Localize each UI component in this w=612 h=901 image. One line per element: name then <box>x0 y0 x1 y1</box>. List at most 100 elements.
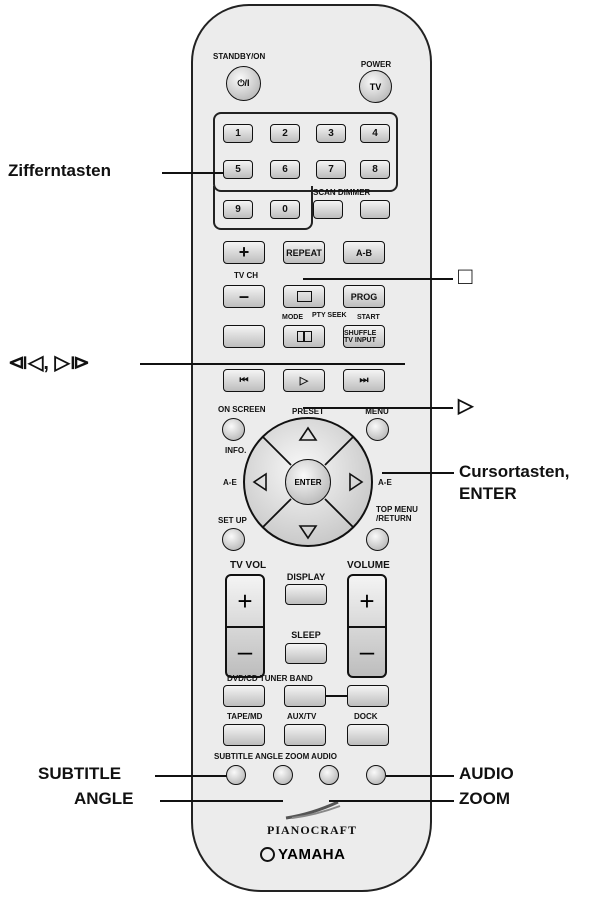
tv-vol-label: TV VOL <box>230 560 267 571</box>
menu-label: MENU <box>365 407 389 416</box>
number-6-button[interactable]: 6 <box>270 160 300 179</box>
stop-button[interactable] <box>283 285 325 308</box>
volume-divider <box>349 626 385 628</box>
pianocraft-logo: PIANOCRAFT <box>267 823 357 837</box>
numeric-group-outline-lower <box>213 186 313 230</box>
start-label: START <box>357 314 380 321</box>
number-5-button[interactable]: 5 <box>223 160 253 179</box>
sleep-button[interactable] <box>285 643 327 664</box>
number-8-button[interactable]: 8 <box>360 160 390 179</box>
preset-label: PRESET <box>291 407 325 416</box>
tuner-band-connector <box>325 695 347 697</box>
display-label: DISPLAY <box>286 572 326 582</box>
band-button[interactable] <box>347 685 389 707</box>
standby-icon: ⏻/I <box>237 78 250 88</box>
dock-button[interactable] <box>347 724 389 746</box>
info-label: INFO. <box>225 446 247 455</box>
skip-back-button[interactable]: ⏮ <box>223 369 265 392</box>
audio-button[interactable] <box>366 765 386 785</box>
angle-button[interactable] <box>273 765 293 785</box>
aux-tv-button[interactable] <box>284 724 326 746</box>
prog-button[interactable]: PROG <box>343 285 385 308</box>
display-button[interactable] <box>285 584 327 605</box>
callout-zifferntasten: Zifferntasten <box>8 161 111 180</box>
yamaha-text: YAMAHA <box>278 846 346 863</box>
skip-line <box>140 363 405 365</box>
ae-right-label: A-E <box>378 478 392 487</box>
stop-line <box>303 278 453 280</box>
volume-plus[interactable]: + <box>359 585 375 616</box>
menu-button[interactable] <box>366 418 389 441</box>
tv-vol-minus[interactable]: – <box>237 635 253 666</box>
number-1-button[interactable]: 1 <box>223 124 253 143</box>
sleep-label: SLEEP <box>291 630 321 640</box>
right-arrow-icon <box>349 472 364 492</box>
on-screen-label: ON SCREEN <box>218 405 266 414</box>
callout-subtitle: SUBTITLE <box>38 764 122 783</box>
bottom-row-label: SUBTITLE ANGLE ZOOM AUDIO <box>214 752 337 761</box>
power-label: POWER <box>360 60 392 69</box>
subtitle-button[interactable] <box>226 765 246 785</box>
cursor-down-button[interactable] <box>298 524 318 540</box>
callout-skip: ⧏◁, ▷⧐ <box>8 352 90 374</box>
stop-icon <box>296 291 312 302</box>
cursor-up-button[interactable] <box>298 426 318 442</box>
number-7-button[interactable]: 7 <box>316 160 346 179</box>
callout-cursortasten: Cursortasten, <box>459 462 570 481</box>
enter-button[interactable]: ENTER <box>285 459 331 505</box>
number-0-button[interactable]: 0 <box>270 200 300 219</box>
tv-vol-plus[interactable]: + <box>237 585 253 616</box>
play-button[interactable]: ▷ <box>283 369 325 392</box>
tv-ch-plus-button[interactable]: + <box>223 241 265 264</box>
skip-forward-button[interactable]: ⏭ <box>343 369 385 392</box>
shuffle-input-button[interactable]: SHUFFLE TV INPUT <box>343 325 385 348</box>
volume-minus[interactable]: – <box>359 635 375 666</box>
power-tv-button[interactable]: TV <box>359 70 392 103</box>
left-arrow-icon <box>252 472 267 492</box>
tv-vol-divider <box>227 626 263 628</box>
repeat-button[interactable]: REPEAT <box>283 241 325 264</box>
pause-icon <box>296 331 312 342</box>
dvd-cd-tuner-band-label: DVD/CD TUNER BAND <box>227 674 313 683</box>
tape-md-button[interactable] <box>223 724 265 746</box>
cursor-left-button[interactable] <box>252 472 268 492</box>
dock-label: DOCK <box>354 712 378 721</box>
zoom-button[interactable] <box>319 765 339 785</box>
tv-ch-minus-button[interactable]: – <box>223 285 265 308</box>
callout-play: ▷ <box>458 395 474 417</box>
play-icon: ▷ <box>299 375 309 387</box>
callout-zoom: ZOOM <box>459 789 510 808</box>
yamaha-logo: YAMAHA <box>260 846 345 863</box>
dvd-cd-button[interactable] <box>223 685 265 707</box>
setup-button[interactable] <box>222 528 245 551</box>
cursor-right-button[interactable] <box>348 472 364 492</box>
callout-stop: □ <box>458 263 473 290</box>
dimmer-button[interactable] <box>360 200 390 219</box>
number-4-button[interactable]: 4 <box>360 124 390 143</box>
skip-forward-icon: ⏭ <box>359 375 369 386</box>
on-screen-button[interactable] <box>222 418 245 441</box>
blank-button[interactable] <box>223 325 265 348</box>
tuner-button[interactable] <box>284 685 326 707</box>
standby-button[interactable]: ⏻/I <box>226 66 261 101</box>
number-2-button[interactable]: 2 <box>270 124 300 143</box>
top-menu-label: TOP MENU /RETURN <box>376 505 418 523</box>
tv-label: TV <box>369 81 382 92</box>
number-9-button[interactable]: 9 <box>223 200 253 219</box>
yamaha-emblem-icon <box>260 847 275 862</box>
tape-md-label: TAPE/MD <box>227 712 263 721</box>
number-3-button[interactable]: 3 <box>316 124 346 143</box>
ab-button[interactable]: A-B <box>343 241 385 264</box>
scan-button[interactable] <box>313 200 343 219</box>
play-line <box>303 407 453 409</box>
mode-label: MODE <box>282 314 303 321</box>
pause-button[interactable] <box>283 325 325 348</box>
cursor-line <box>382 472 454 474</box>
tv-vol-rocker[interactable]: + – <box>225 574 265 678</box>
top-menu-button[interactable] <box>366 528 389 551</box>
skip-back-icon: ⏮ <box>239 375 249 386</box>
callout-audio: AUDIO <box>459 764 514 783</box>
ae-left-label: A-E <box>223 478 237 487</box>
up-arrow-icon <box>298 426 318 441</box>
volume-rocker[interactable]: + – <box>347 574 387 678</box>
